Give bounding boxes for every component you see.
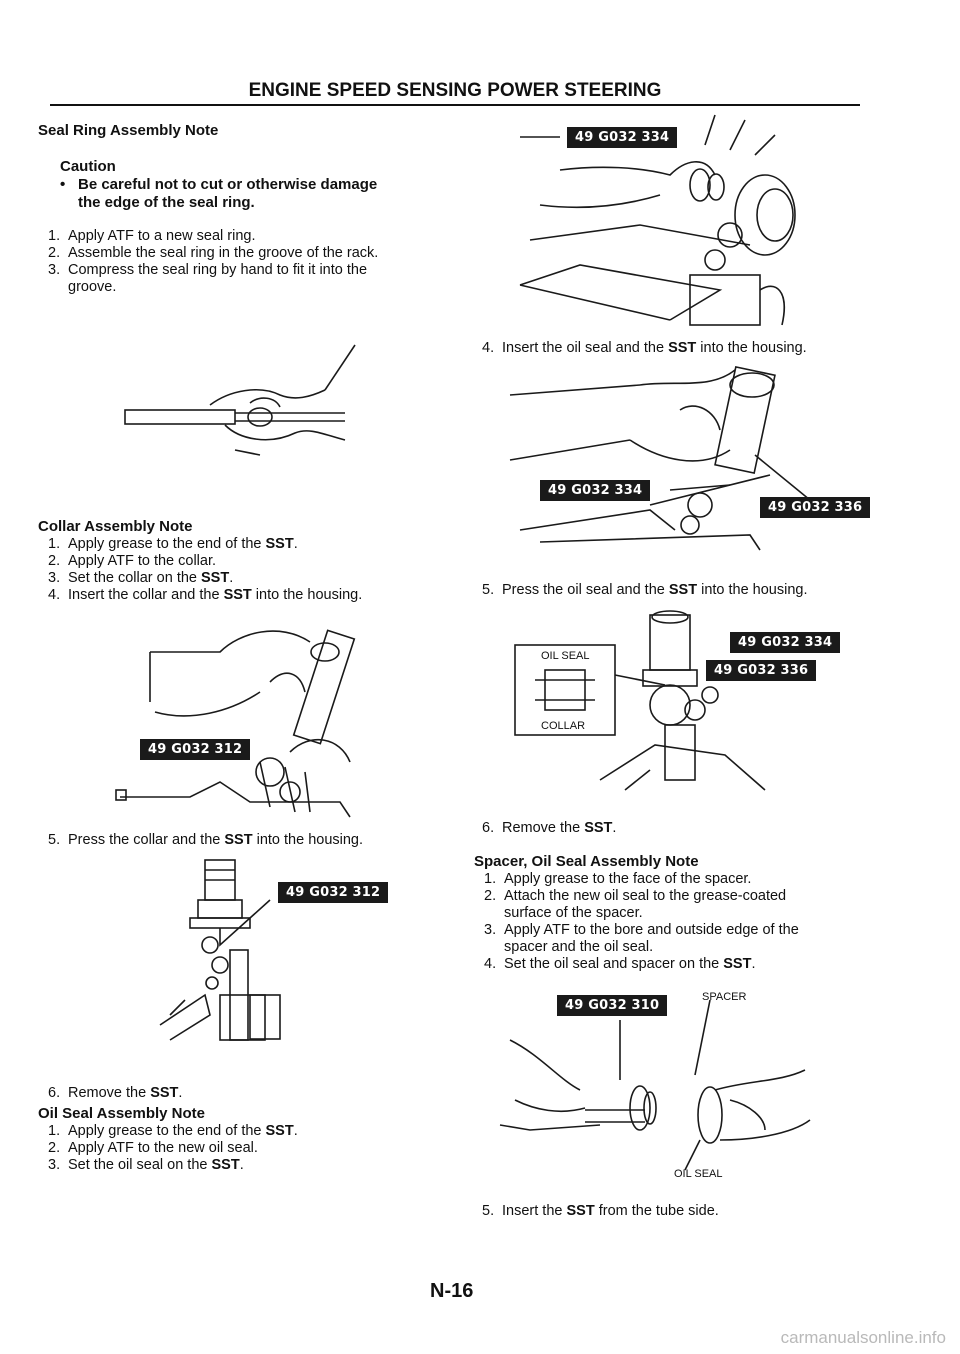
oil-seal-insert-illustration: [509, 365, 811, 551]
seal-ring-steps: 1.Apply ATF to a new seal ring. 2.Assemb…: [48, 228, 428, 296]
list-item: 3.Compress the seal ring by hand to fit …: [48, 262, 368, 278]
list-item: spacer and the oil seal.: [504, 939, 654, 955]
collar-label: COLLAR: [541, 720, 586, 732]
list-item: 3.Set the oil seal on the SST.: [48, 1157, 244, 1173]
seal-ring-heading: Seal Ring Assembly Note: [38, 122, 219, 139]
bullet-icon: •: [60, 176, 66, 193]
list-item: 3.Apply ATF to the bore and outside edge…: [484, 922, 799, 938]
right-step5b: 5.Insert the SST from the tube side.: [482, 1203, 719, 1219]
list-item: 2.Apply ATF to the new oil seal.: [48, 1140, 258, 1156]
page-number: N-16: [430, 1280, 474, 1302]
page-title: ENGINE SPEED SENSING POWER STEERING: [248, 80, 662, 101]
sst-tag-334b: 49 G032 334: [540, 480, 651, 501]
spacer-heading: Spacer, Oil Seal Assembly Note: [474, 853, 699, 870]
collar-steps: 1.Apply grease to the end of the SST. 2.…: [48, 536, 428, 604]
spacer-steps: 1.Apply grease to the face of the spacer…: [484, 871, 864, 973]
list-item: surface of the spacer.: [504, 905, 643, 921]
watermark: carmanualsonline.info: [780, 1328, 946, 1347]
right-step6: 6.Remove the SST.: [482, 820, 617, 836]
collar-step5: 5.Press the collar and the SST into the …: [48, 832, 364, 848]
oil-seal-steps: 1.Apply grease to the end of the SST. 2.…: [48, 1123, 428, 1174]
list-item: 1.Apply ATF to a new seal ring.: [48, 228, 256, 244]
seal-ring-hand-illustration: [124, 344, 356, 456]
list-item: 2.Assemble the seal ring in the groove o…: [48, 245, 379, 261]
sst-tag-336b: 49 G032 336: [706, 660, 817, 681]
caution-list: • Be careful not to cut or otherwise dam…: [60, 176, 440, 212]
sst-tag-334: 49 G032 334: [567, 127, 678, 148]
spacer-label: SPACER: [702, 991, 747, 1003]
collar-step6: 6.Remove the SST.: [48, 1085, 183, 1101]
right-step5: 5.Press the oil seal and the SST into th…: [482, 582, 808, 598]
spacer-sst-illustration: [499, 999, 811, 1171]
caution-heading: Caution: [60, 158, 116, 175]
sst-tag-336: 49 G032 336: [760, 497, 871, 518]
list-item: 4.Set the oil seal and spacer on the SST…: [484, 956, 756, 972]
header-rule: [50, 104, 860, 106]
sst-tag-312: 49 G032 312: [140, 739, 251, 760]
oil-seal-heading: Oil Seal Assembly Note: [38, 1105, 206, 1122]
collar-press-illustration: [159, 859, 281, 1041]
right-step4: 4.Insert the oil seal and the SST into t…: [482, 340, 807, 356]
oil-seal-press-illustration: [514, 610, 766, 791]
list-item: 1.Apply grease to the face of the spacer…: [484, 871, 752, 887]
sst-tag-310: 49 G032 310: [557, 995, 668, 1016]
list-item: groove.: [68, 279, 117, 295]
caution-item: • Be careful not to cut or otherwise dam…: [60, 176, 378, 211]
sst-tag-312b: 49 G032 312: [278, 882, 389, 903]
list-item: 4.Insert the collar and the SST into the…: [48, 587, 363, 603]
list-item: 1.Apply grease to the end of the SST.: [48, 1123, 298, 1139]
oil-seal-label: OIL SEAL: [541, 650, 590, 662]
collar-heading: Collar Assembly Note: [38, 518, 193, 535]
sst-tag-334c: 49 G032 334: [730, 632, 841, 653]
oil-seal-label-2: OIL SEAL: [674, 1168, 723, 1180]
list-item: 2.Attach the new oil seal to the grease-…: [484, 888, 787, 904]
list-item: 3.Set the collar on the SST.: [48, 570, 234, 586]
list-item: 1.Apply grease to the end of the SST.: [48, 536, 298, 552]
collar-insert-illustration: [115, 629, 356, 818]
oil-seal-sst-illustration: [519, 114, 796, 326]
list-item: 2.Apply ATF to the collar.: [48, 553, 217, 569]
